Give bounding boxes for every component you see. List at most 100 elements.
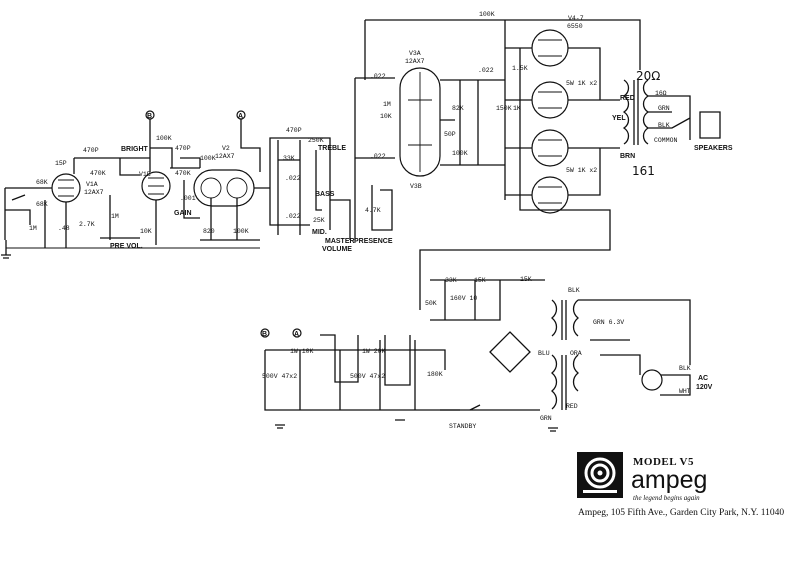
c001-label: .001 <box>180 195 196 202</box>
v2-cathode-wiring <box>200 198 260 241</box>
r820-label: 820 <box>203 228 215 235</box>
c022-a-label: .022 <box>285 175 301 182</box>
r10k-a-label: 10K <box>140 228 152 235</box>
v1a-type: 12AX7 <box>84 189 104 196</box>
node-a-top <box>236 110 246 120</box>
ampeg-logo-mark <box>577 452 623 498</box>
c470p-a-label: 470P <box>83 147 99 154</box>
treble-label: TREBLE <box>318 145 346 152</box>
wire-wht-label: WHT <box>679 388 691 395</box>
wire-blk-label: BLK <box>658 122 670 129</box>
mid-label: MID. <box>312 229 327 236</box>
wire-blk-ac-label: BLK <box>679 365 691 372</box>
c180k-label: 180K <box>427 371 443 378</box>
c160v-label: 160V 10 <box>450 295 477 302</box>
bright-label: BRIGHT <box>121 146 149 153</box>
node-a-wiring <box>240 118 261 172</box>
v1a-label: V1A <box>86 181 98 188</box>
v3-tube <box>399 67 441 177</box>
c500v-label-2: 500V 47x2 <box>350 373 385 380</box>
c470p-c-label: 470P <box>286 127 302 134</box>
node-b-wiring <box>149 118 173 168</box>
r1m-a-label: 1M <box>29 225 37 232</box>
r100k-a-label: 100K <box>200 155 216 162</box>
c022-e-label: .022 <box>478 67 494 74</box>
input-jacks <box>1 187 26 259</box>
r1k5-label: 1.5K <box>512 65 528 72</box>
r1k-label: 1K <box>513 105 521 112</box>
v3b-label: V3B <box>410 183 422 190</box>
bass-label: BASS <box>315 191 335 198</box>
r1m-b-label: 1M <box>111 213 119 220</box>
wire-blk2-label: BLK <box>568 287 580 294</box>
number-161: 161 <box>632 164 655 178</box>
node-a-supply-label: A <box>294 331 299 338</box>
wire-ora-label: ORA <box>570 350 582 357</box>
ac-volt-label: 120V <box>696 384 713 391</box>
v1a-wiring <box>20 187 67 248</box>
model-label: MODEL V5 <box>633 456 694 468</box>
wire-grn-ps-label: GRN <box>540 415 552 422</box>
ac-label: AC <box>698 375 708 382</box>
r250k-label: 250K <box>308 137 324 144</box>
node-b-top <box>145 110 155 120</box>
master-presence-wiring <box>354 77 395 240</box>
wire-grn-label: GRN <box>658 105 670 112</box>
wire-red-label: RED <box>620 95 635 102</box>
grn-6v-label: GRN 6.3V <box>593 319 624 326</box>
power-supply <box>264 279 545 411</box>
r1w10k-label: 1W 10K <box>290 348 314 355</box>
r100k-b-label: 100K <box>156 135 172 142</box>
power-transformer <box>550 299 691 410</box>
wire-brn-label: BRN <box>620 153 635 160</box>
r100k-c-label: 100K <box>233 228 249 235</box>
brand-tagline: the legend begins again <box>633 494 700 502</box>
r5w1k-b-label: 5W 1K x2 <box>566 167 597 174</box>
pre-vol-wiring <box>100 195 157 245</box>
r100k-d-label: 100K <box>452 150 468 157</box>
r25k-label: 25K <box>313 217 325 224</box>
v1a-tube <box>51 173 81 203</box>
wire-blu-label: BLU <box>538 350 550 357</box>
v1b-label: V1B <box>139 171 151 178</box>
gain-label: GAIN <box>174 210 192 217</box>
feedback-line <box>365 19 641 70</box>
wire-red-ps-label: RED <box>566 403 578 410</box>
pre-vol-label: PRE VOL. <box>110 243 143 250</box>
r68k-a-label: 68K <box>36 179 48 186</box>
c022-d-label: .022 <box>370 153 386 160</box>
r10k-b-label: 10K <box>380 113 392 120</box>
standby-label: STANDBY <box>449 423 476 430</box>
v2-tube <box>193 169 255 207</box>
r150k-label: 150K <box>496 105 512 112</box>
r82k-label: 82K <box>452 105 464 112</box>
v3a-label: V3A <box>409 50 421 57</box>
v2-input-wiring <box>170 157 201 219</box>
label-100k-top: 100K <box>479 11 495 18</box>
node-a-supply <box>292 328 302 338</box>
r1w20k-label: 1W 20K <box>362 348 386 355</box>
r33k-a-label: 33K <box>283 155 295 162</box>
r470k-a-label: 470K <box>90 170 106 177</box>
r68k-b-label: 68K <box>36 201 48 208</box>
master-label: MASTER <box>325 238 355 245</box>
common-label: COMMON <box>654 137 678 144</box>
v3-output-wiring <box>440 20 506 200</box>
node-b-supply <box>260 328 270 338</box>
v1-plate-wiring <box>73 148 151 176</box>
c15p-label: 15P <box>55 160 67 167</box>
node-b-supply-label: B <box>262 331 267 338</box>
volume-label: VOLUME <box>322 246 352 253</box>
r4-7k-label: 4.7K <box>365 207 381 214</box>
v4-7-label: V4-7 <box>568 15 584 22</box>
c50p-label: 50P <box>444 131 456 138</box>
r50k-label: 50K <box>425 300 437 307</box>
c470p-b-label: 470P <box>175 145 191 152</box>
speakers-label: SPEAKERS <box>694 145 733 152</box>
r470k-b-label: 470K <box>175 170 191 177</box>
power-tube-wiring <box>419 47 620 310</box>
brand-address: Ampeg, 105 Fifth Ave., Garden City Park,… <box>578 508 785 518</box>
tone-stack <box>277 137 351 240</box>
r33k-b-label: 33K <box>445 277 457 284</box>
